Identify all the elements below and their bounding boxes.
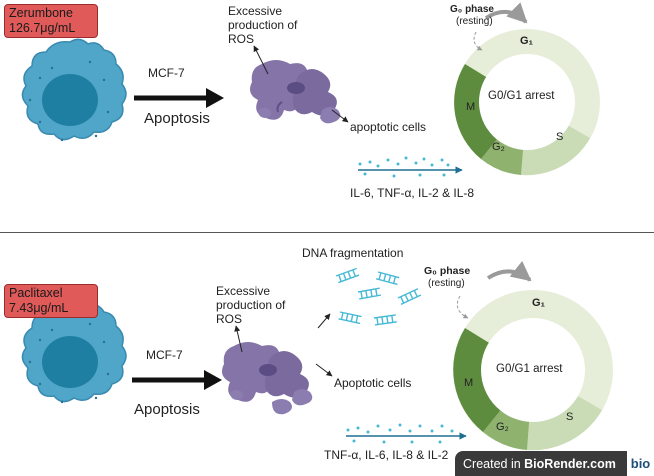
g0-entry-arrow-bottom bbox=[486, 260, 532, 282]
g1-label-bottom: G₁ bbox=[532, 297, 546, 309]
resting-label-bottom: (resting) bbox=[428, 278, 465, 289]
ros-pointer bbox=[253, 45, 269, 75]
apoptotic-cells-label: apoptotic cells bbox=[350, 120, 427, 134]
apoptotic-cells-icon bbox=[250, 60, 341, 124]
apoptotic-pointer bbox=[331, 109, 349, 123]
g0-return-arrow-bottom bbox=[456, 295, 469, 319]
cell-cycle-ring bbox=[454, 29, 600, 176]
cytokines-label: IL-6, TNF-α, IL-2 & IL-8 bbox=[350, 186, 475, 200]
mcf7-arrow bbox=[134, 88, 224, 108]
mcf7-arrow-bottom bbox=[132, 370, 222, 390]
cytokine-release-icon bbox=[358, 156, 463, 178]
ros-pointer-bottom bbox=[234, 325, 243, 353]
dna-fragments-icon bbox=[335, 267, 422, 326]
biorender-logo: bio bbox=[627, 451, 654, 476]
badge-prefix: Created in bbox=[463, 456, 525, 471]
drug-dose: 126.7μg/mL bbox=[9, 21, 76, 35]
drug-label-paclitaxel: Paclitaxel 7.43μg/mL bbox=[4, 284, 98, 318]
mcf7-cell-icon bbox=[21, 38, 127, 142]
drug-label-zerumbone: Zerumbone 126.7μg/mL bbox=[4, 4, 98, 38]
apoptosis-label-bottom: Apoptosis bbox=[134, 401, 200, 418]
s-label-bottom: S bbox=[566, 411, 574, 423]
g0-entry-arrow bbox=[484, 2, 528, 24]
g0-phase-label: G₀ phase bbox=[450, 4, 494, 15]
cytokine-release-icon-bottom bbox=[346, 423, 467, 444]
resting-label: (resting) bbox=[456, 16, 493, 27]
m-label: M bbox=[466, 101, 476, 113]
m-label-bottom: M bbox=[464, 377, 474, 389]
ros-label-bottom: Excessive production of ROS bbox=[216, 284, 286, 326]
apoptotic-cells-icon-bottom bbox=[222, 342, 313, 415]
cycle-center-label: G0/G1 arrest bbox=[488, 90, 555, 102]
dna-pointer bbox=[317, 313, 331, 329]
g1-label: G₁ bbox=[520, 35, 534, 47]
cell-line-label-bottom: MCF-7 bbox=[146, 348, 183, 362]
badge-brand: BioRender.com bbox=[524, 456, 616, 471]
panel-divider bbox=[0, 232, 654, 233]
biorender-badge[interactable]: Created in BioRender.com bio bbox=[455, 451, 654, 476]
g2-label: G₂ bbox=[492, 141, 505, 153]
dna-fragmentation-label: DNA fragmentation bbox=[302, 246, 404, 260]
drug-name: Paclitaxel bbox=[9, 286, 63, 300]
cell-line-label: MCF-7 bbox=[148, 66, 185, 80]
cell-cycle-ring-bottom bbox=[453, 290, 613, 451]
g0-phase-label-bottom: G₀ phase bbox=[424, 265, 471, 277]
drug-dose: 7.43μg/mL bbox=[9, 301, 69, 315]
cycle-center-label-bottom: G0/G1 arrest bbox=[496, 363, 563, 375]
apoptotic-pointer-bottom bbox=[315, 363, 333, 377]
drug-name: Zerumbone bbox=[9, 6, 73, 20]
g2-label-bottom: G₂ bbox=[496, 421, 509, 433]
apoptotic-cells-label-bottom: Apoptotic cells bbox=[334, 376, 412, 390]
g0-return-arrow bbox=[473, 31, 483, 51]
s-label: S bbox=[556, 131, 564, 143]
ros-label: Excessive production of ROS bbox=[228, 4, 298, 46]
cytokines-label-bottom: TNF-α, IL-6, IL-8 & IL-2 bbox=[324, 448, 449, 462]
apoptosis-label: Apoptosis bbox=[144, 110, 210, 127]
mcf7-cell-icon-bottom bbox=[21, 300, 127, 404]
